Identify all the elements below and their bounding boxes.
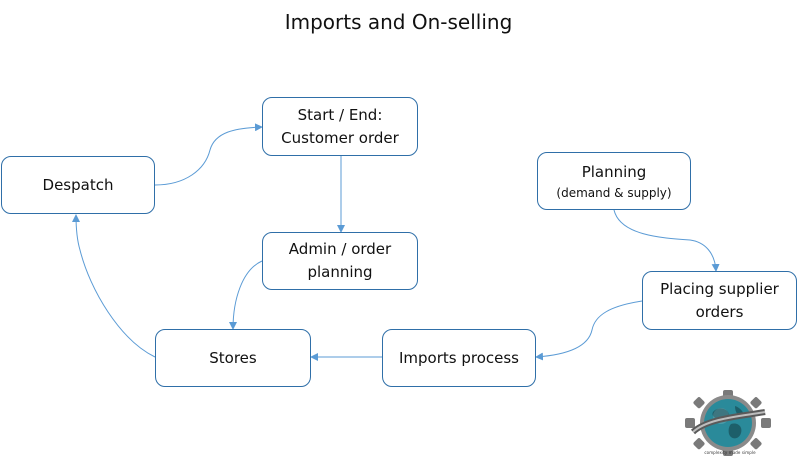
diagram-title: Imports and On-selling: [284, 10, 513, 34]
arrow-stores-to-despatch: [72, 214, 156, 358]
node-planning-line2: (demand & supply): [556, 185, 672, 200]
node-placing-line2: orders: [695, 302, 744, 321]
node-admin-line2: planning: [307, 263, 373, 281]
arrow-admin-to-stores: [229, 260, 263, 330]
node-start-end[interactable]: Start / End: Customer order: [262, 97, 418, 156]
node-imports-label: Imports process: [398, 348, 519, 367]
node-placing-line1: Placing supplier: [660, 279, 779, 298]
node-admin-line1: Admin / order: [288, 240, 392, 258]
node-stores-label: Stores: [209, 348, 257, 367]
logo-caption: complexity made simple: [704, 450, 756, 455]
node-planning-line1: Planning: [581, 162, 647, 181]
node-imports-process[interactable]: Imports process: [382, 329, 536, 387]
node-start-end-line2: Customer order: [281, 128, 399, 147]
arrow-planning-to-placing: [613, 209, 720, 272]
arrow-despatch-to-start: [154, 123, 263, 186]
globe-gear-icon: [685, 390, 771, 456]
node-admin-planning[interactable]: Admin / order planning: [262, 232, 418, 290]
node-despatch[interactable]: Despatch: [1, 156, 155, 214]
node-start-end-line1: Start / End:: [297, 105, 383, 124]
node-stores[interactable]: Stores: [155, 329, 311, 387]
node-placing-supplier-orders[interactable]: Placing supplier orders: [642, 271, 797, 330]
node-planning[interactable]: Planning (demand & supply): [537, 152, 691, 210]
node-despatch-label: Despatch: [42, 175, 114, 194]
arrow-placing-to-imports: [535, 300, 643, 361]
